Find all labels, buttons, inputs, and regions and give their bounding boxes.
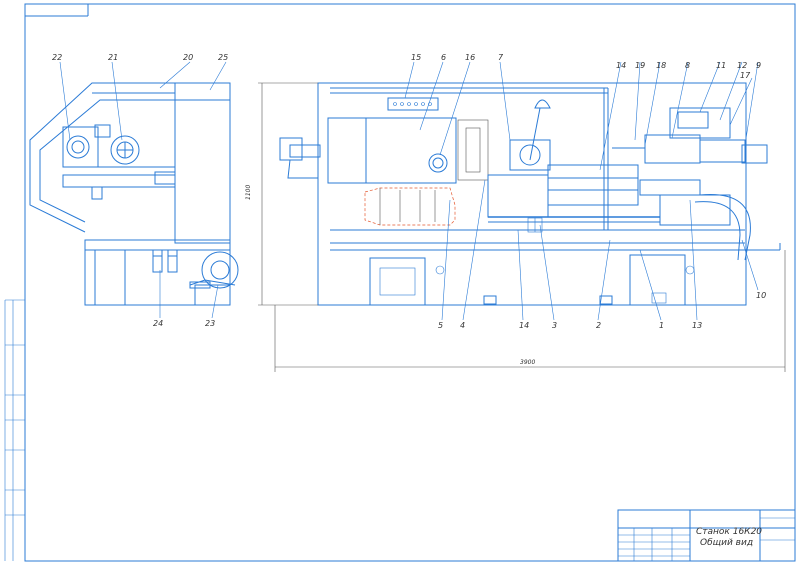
callout-5: 5 bbox=[438, 321, 443, 330]
outer-frame bbox=[24, 3, 796, 562]
callout-19: 19 bbox=[635, 61, 645, 70]
callout-10: 10 bbox=[756, 291, 766, 300]
callout-25: 25 bbox=[218, 53, 228, 62]
main-view-callouts bbox=[404, 61, 759, 321]
callout-17: 17 bbox=[740, 71, 751, 80]
callout-12: 12 bbox=[737, 61, 747, 70]
callout-11: 11 bbox=[716, 61, 726, 70]
callout-14-top: 14 bbox=[616, 61, 626, 70]
title-line-1: Станок 16К20 bbox=[696, 527, 762, 537]
callout-8: 8 bbox=[685, 61, 690, 70]
callout-2: 2 bbox=[596, 321, 601, 330]
callout-4: 4 bbox=[460, 321, 465, 330]
callout-15: 15 bbox=[411, 53, 421, 62]
callout-20: 20 bbox=[183, 53, 193, 62]
callout-3: 3 bbox=[552, 321, 557, 330]
callout-18: 18 bbox=[656, 61, 666, 70]
callout-6: 6 bbox=[441, 53, 446, 62]
title-line-2: Общий вид bbox=[700, 538, 753, 548]
side-view bbox=[29, 82, 239, 306]
callout-23: 23 bbox=[205, 319, 215, 328]
callout-16: 16 bbox=[465, 53, 475, 62]
callout-13: 13 bbox=[692, 321, 702, 330]
dimension-height: 1100 bbox=[245, 185, 252, 200]
callout-22: 22 bbox=[52, 53, 62, 62]
callout-14-bottom: 14 bbox=[519, 321, 529, 330]
callout-24: 24 bbox=[153, 319, 163, 328]
side-view-callouts bbox=[59, 61, 227, 319]
callout-21: 21 bbox=[108, 53, 118, 62]
callout-9: 9 bbox=[756, 61, 761, 70]
dimension-length: 3900 bbox=[520, 359, 535, 366]
callout-1: 1 bbox=[659, 321, 664, 330]
left-margin-strip bbox=[4, 299, 25, 561]
callout-7: 7 bbox=[498, 53, 504, 62]
dimension-lines bbox=[258, 82, 786, 372]
main-view bbox=[279, 82, 781, 306]
title-block-frame bbox=[617, 509, 796, 562]
